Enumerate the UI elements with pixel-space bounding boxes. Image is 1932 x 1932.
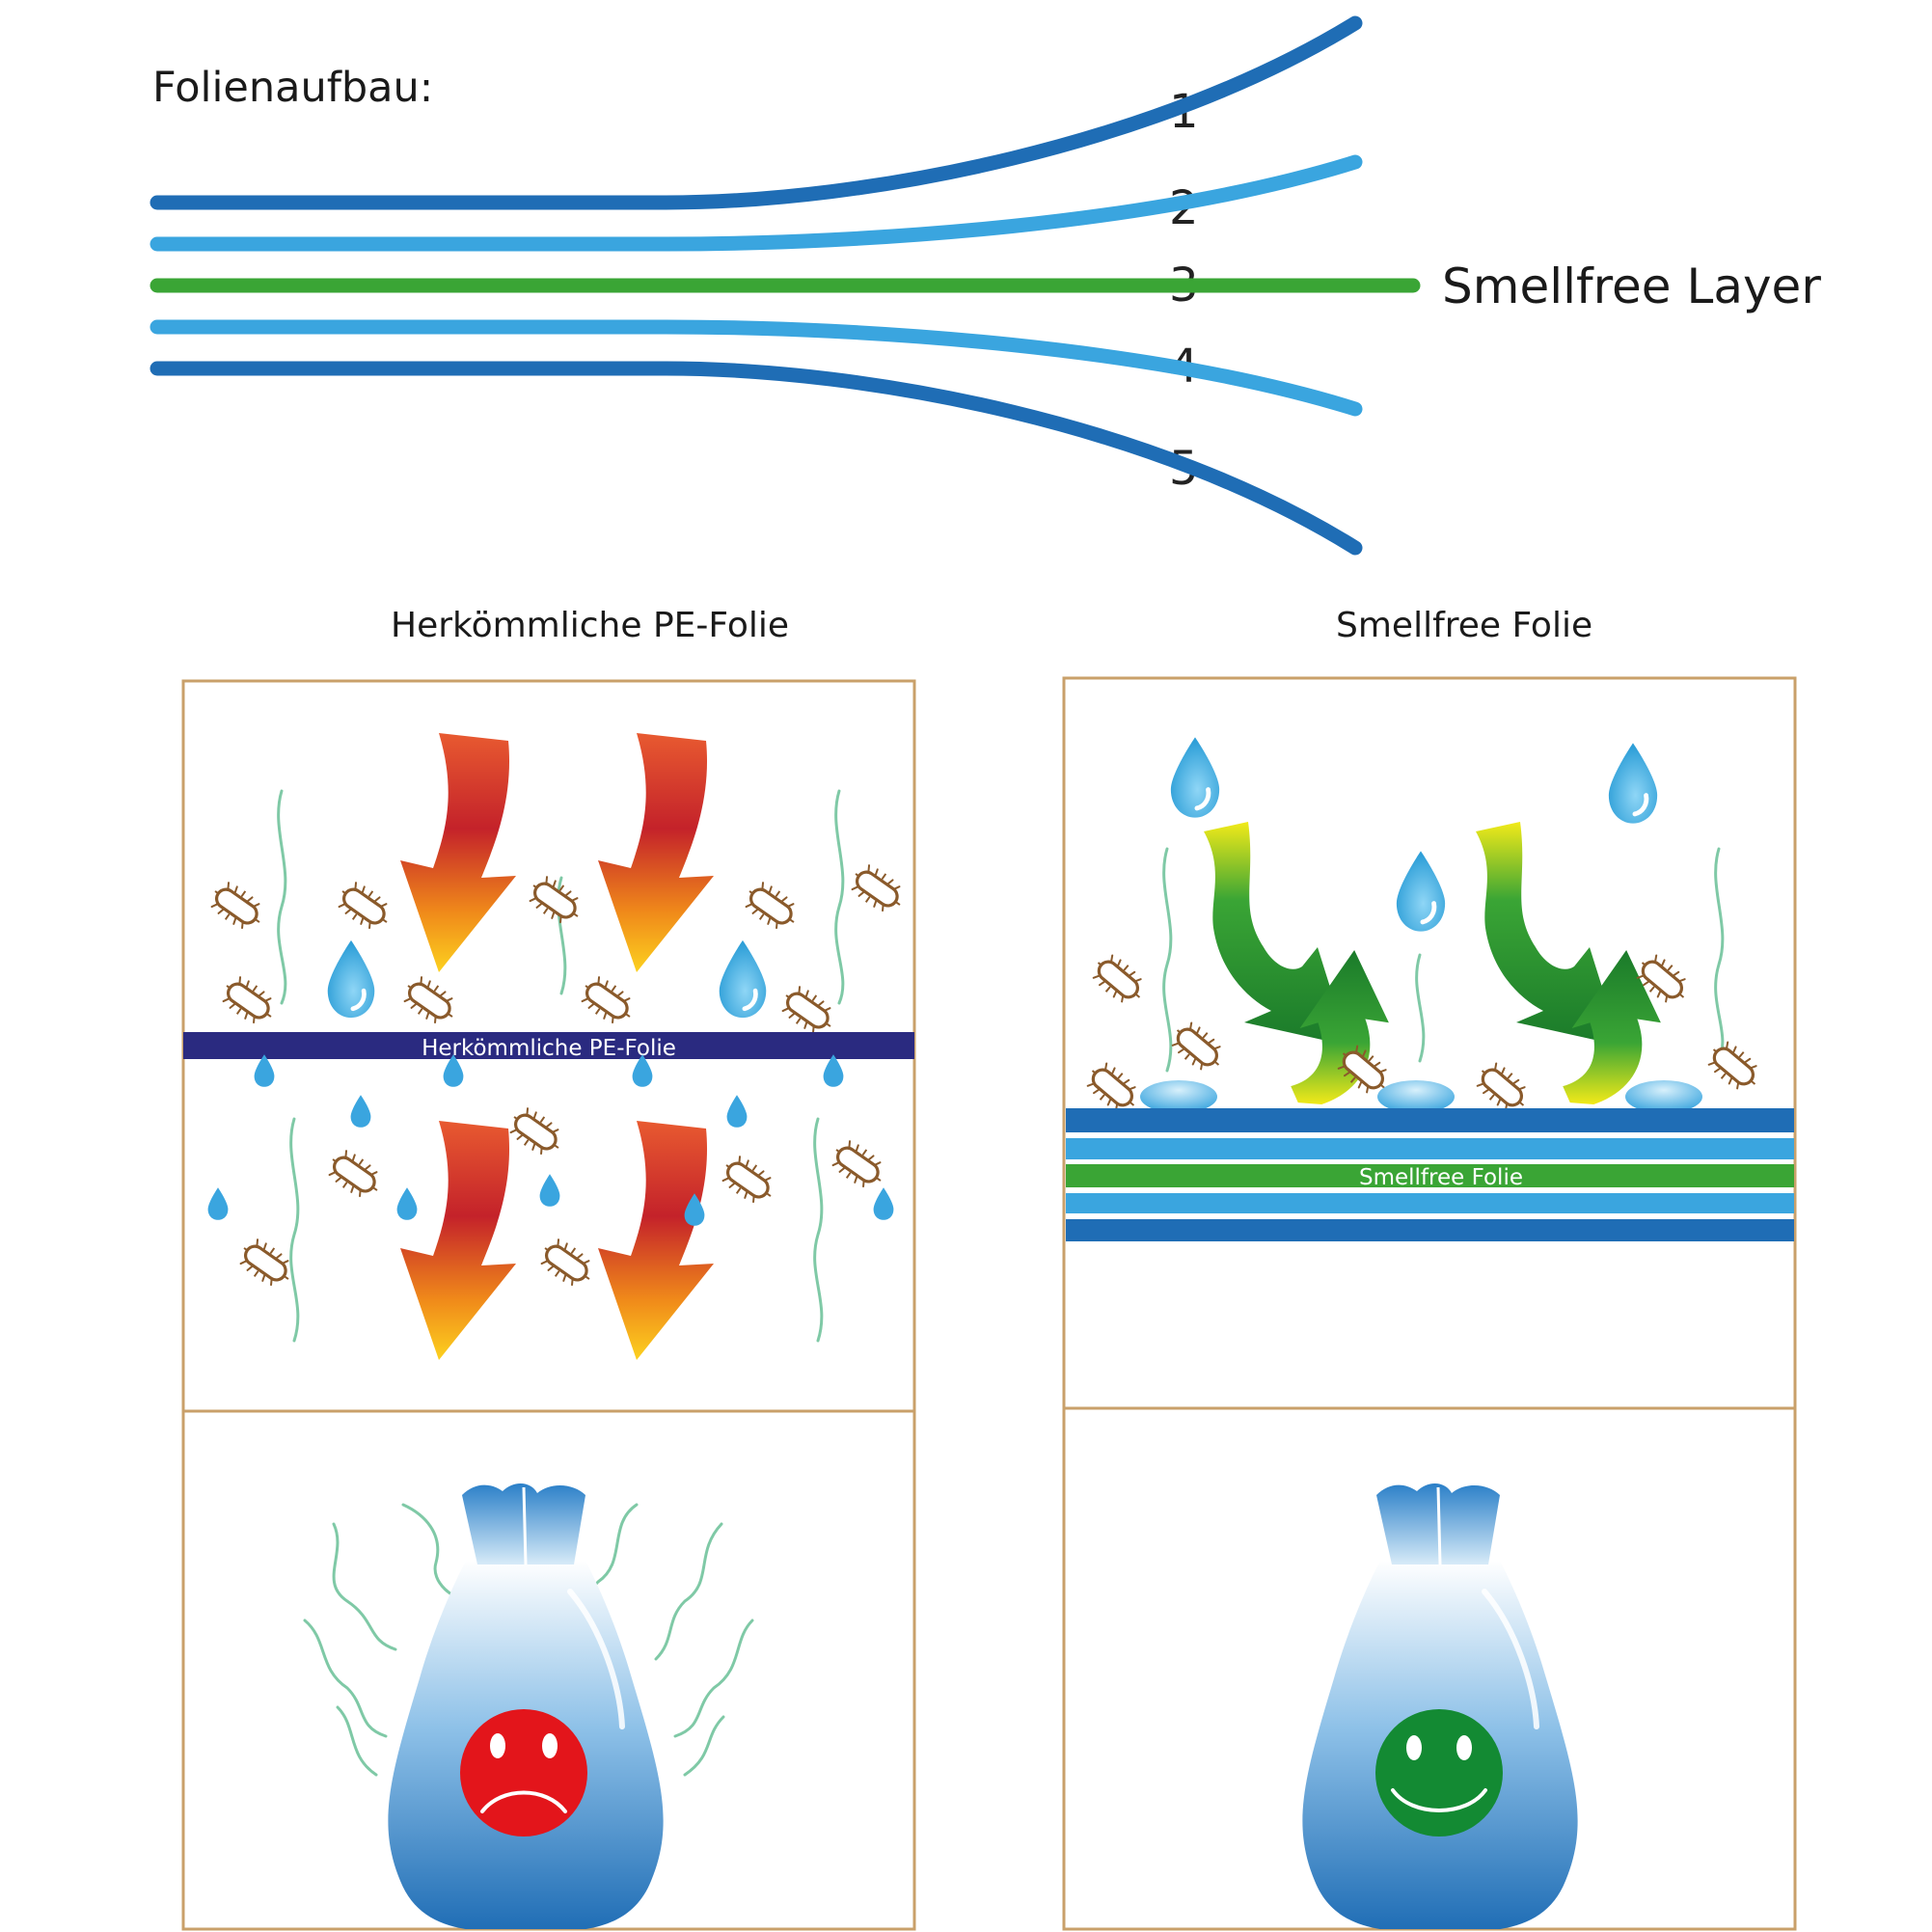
heat-arrow-icon — [400, 733, 516, 972]
water-drop-icon — [720, 940, 767, 1018]
right-band-label: Smellfree Folie — [1359, 1165, 1523, 1190]
layer-line-5 — [150, 361, 1363, 556]
water-drop-icon — [328, 940, 375, 1018]
bacteria-group — [204, 859, 911, 1293]
diagram-title: Folienaufbau: — [152, 64, 434, 112]
layer-line-2 — [150, 154, 1363, 252]
left-foil-band — [183, 1032, 914, 1059]
left-panel-title: Herkömmliche PE-Folie — [391, 606, 789, 645]
trash-bag-icon — [1302, 1483, 1577, 1932]
water-puddle-group — [1140, 1080, 1702, 1113]
right-foil-band — [1066, 1108, 1794, 1241]
left-band-label: Herkömmliche PE-Folie — [422, 1036, 676, 1061]
odor-wave-group — [303, 1503, 754, 1777]
water-drop-icon — [1609, 743, 1657, 823]
heat-arrow-icon — [598, 1121, 714, 1360]
layer-line-1 — [150, 15, 1363, 210]
happy-face-icon — [1375, 1709, 1503, 1837]
trash-bag-icon — [388, 1483, 663, 1932]
water-drop-icon — [1171, 737, 1219, 817]
smellfree-layer-label: Smellfree Layer — [1442, 259, 1821, 314]
heat-arrow-icon — [400, 1121, 516, 1360]
left-lower-panel — [181, 1409, 916, 1931]
right-lower-panel — [1062, 1406, 1797, 1931]
odor-wave-group — [1162, 847, 1725, 1073]
water-drop-icon — [1397, 851, 1445, 931]
odor-wave-group — [277, 789, 845, 1343]
right-panel-title: Smellfree Folie — [1336, 606, 1593, 645]
layer-line-4 — [150, 319, 1363, 417]
sad-face-icon — [460, 1709, 587, 1837]
heat-arrow-icon — [598, 733, 714, 972]
